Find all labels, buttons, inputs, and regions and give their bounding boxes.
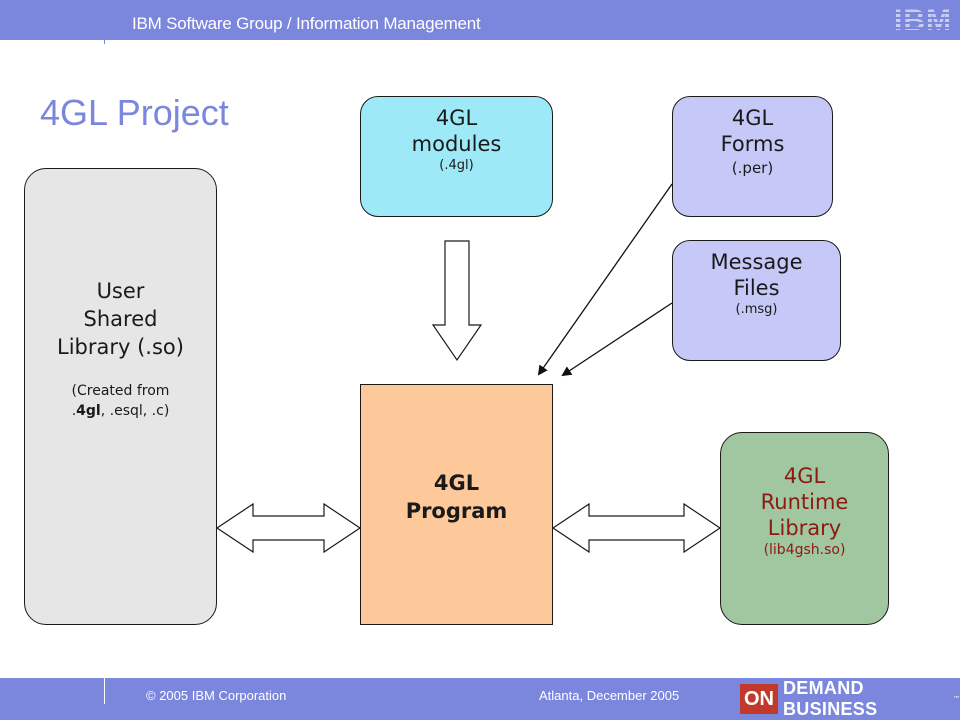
node-note-line: (Created from [71, 383, 170, 399]
node-label: Library [767, 516, 842, 540]
block-arrow-down [431, 240, 483, 362]
node-note-line: .4gl, .esql, .c) [25, 401, 216, 421]
node-label: modules [411, 132, 502, 156]
logo-on: ON [740, 684, 778, 714]
ibm-logo: IBM [894, 4, 952, 37]
node-note: (Created from .4gl, .esql, .c) [25, 381, 216, 421]
node-user-shared-library: User Shared Library (.so) (Created from … [24, 168, 217, 625]
double-arrow-program-runtime [551, 502, 722, 554]
footer-copyright: © 2005 IBM Corporation [146, 688, 287, 703]
node-label: Library (.so) [57, 335, 184, 359]
node-label: 4GL [783, 464, 826, 488]
node-4gl-modules: 4GL modules (.4gl) [360, 96, 553, 217]
arrow-messages-to-program [561, 302, 673, 377]
node-label: 4GL [731, 106, 774, 130]
on-demand-business-logo: ON DEMAND BUSINESS ™ [740, 678, 960, 719]
node-label: Message [710, 250, 803, 274]
header-divider [104, 40, 105, 44]
logo-trademark: ™ [953, 695, 960, 703]
footer-bar [0, 678, 960, 720]
node-label: Forms [720, 132, 785, 156]
note-rest: , .esql, .c) [100, 403, 170, 419]
logo-demand-business: DEMAND BUSINESS [783, 678, 878, 719]
header-title: IBM Software Group / Information Managem… [132, 14, 481, 33]
node-label: Files [733, 276, 780, 300]
node-label: Shared [83, 307, 158, 331]
node-extension: (.4gl) [439, 158, 474, 173]
page-title: 4GL Project [40, 92, 229, 133]
arrow-forms-to-program [537, 183, 673, 376]
footer-event: Atlanta, December 2005 [539, 688, 680, 703]
node-extension: (lib4gsh.so) [763, 542, 846, 558]
node-extension: (.per) [731, 159, 774, 177]
footer-divider [104, 678, 105, 704]
node-label: 4GL [433, 471, 480, 495]
node-4gl-forms: 4GL Forms (.per) [672, 96, 833, 217]
node-4gl-program: 4GL Program [360, 384, 553, 625]
node-label: 4GL [435, 106, 478, 130]
node-extension: (.msg) [735, 302, 778, 317]
note-dot: . [71, 403, 77, 419]
header-bar [0, 0, 960, 40]
node-label: Program [405, 499, 508, 523]
note-bold-ext: 4gl [76, 403, 101, 419]
node-label: User [96, 279, 145, 303]
node-message-files: Message Files (.msg) [672, 240, 841, 361]
node-label: Runtime [760, 490, 849, 514]
node-4gl-runtime-library: 4GL Runtime Library (lib4gsh.so) [720, 432, 889, 625]
double-arrow-library-program [215, 502, 362, 554]
